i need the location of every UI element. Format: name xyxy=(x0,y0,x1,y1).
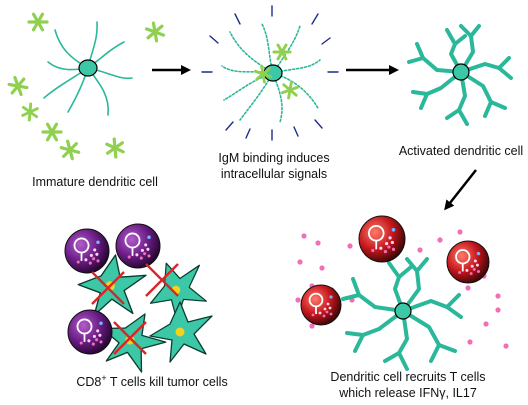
cytokine-dot-icon xyxy=(301,233,307,239)
kill-cross-icon xyxy=(145,263,179,297)
igm-label-line1: IgM binding induces xyxy=(218,151,329,165)
igm-binding-cell-icon xyxy=(201,5,339,141)
antigen-icon xyxy=(105,137,125,159)
antigen-icon xyxy=(27,12,49,32)
kill-cross-icon xyxy=(113,321,147,355)
antigen-icon xyxy=(272,43,292,61)
antigen-icon xyxy=(41,122,63,142)
kill-cross-icon xyxy=(91,271,125,305)
tumor-cell-icon xyxy=(149,262,207,321)
activated-dendritic-cell-icon xyxy=(407,24,513,126)
antigen-icon xyxy=(59,139,81,161)
cytokine-dot-icon xyxy=(467,339,473,345)
immature-cell-label: Immature dendritic cell xyxy=(32,175,158,189)
kill-cross-group xyxy=(91,263,179,355)
t-cell-group xyxy=(64,223,161,355)
antigen-icon xyxy=(144,21,166,43)
t-cell-icon xyxy=(300,284,342,326)
immature-dendritic-cell-icon xyxy=(43,21,133,116)
antigen-icon xyxy=(7,75,29,97)
cytokine-dot-icon xyxy=(309,323,315,329)
cytokine-dot-icon xyxy=(495,293,501,299)
cytokine-dot-icon xyxy=(295,297,301,303)
cytokine-dot-icon xyxy=(495,307,501,313)
t-cell-icon xyxy=(67,309,113,355)
cytokine-dot-icon xyxy=(457,229,463,235)
recruit-label-line2: which release IFNγ, IL17 xyxy=(338,386,477,400)
recruit-label-line1: Dendritic cell recruits T cells xyxy=(330,370,485,384)
antigen-icon xyxy=(280,80,300,100)
cytokine-dot-icon xyxy=(315,240,321,246)
t-cell-icon xyxy=(115,223,161,269)
cytokine-dot-icon xyxy=(465,285,471,291)
t-cell-group xyxy=(300,215,490,326)
activated-dendritic-cell-icon xyxy=(341,257,463,371)
antigen-group xyxy=(7,12,166,161)
t-cell-icon xyxy=(446,240,490,284)
arrow-icon xyxy=(444,169,477,211)
antigen-icon xyxy=(253,64,273,84)
antigen-icon xyxy=(21,102,39,122)
cytokine-dot-icon xyxy=(417,247,423,253)
activated-cell-label: Activated dendritic cell xyxy=(399,144,523,158)
cytokine-dot-icon xyxy=(437,237,443,243)
cytokine-dot-icon xyxy=(483,321,489,327)
tumor-cell-icon xyxy=(149,301,213,363)
t-cell-icon xyxy=(358,215,406,263)
cytokine-dot-icon xyxy=(347,243,353,249)
bound-antigen-group xyxy=(253,43,300,100)
cytokine-dot-icon xyxy=(319,265,325,271)
t-cell-icon xyxy=(64,228,110,274)
cytokine-dot-icon xyxy=(297,259,303,265)
igm-label-line2: intracellular signals xyxy=(221,167,327,181)
cytokine-dot-icon xyxy=(503,343,509,349)
cd8-label: CD8+ T cells kill tumor cells xyxy=(76,373,227,389)
